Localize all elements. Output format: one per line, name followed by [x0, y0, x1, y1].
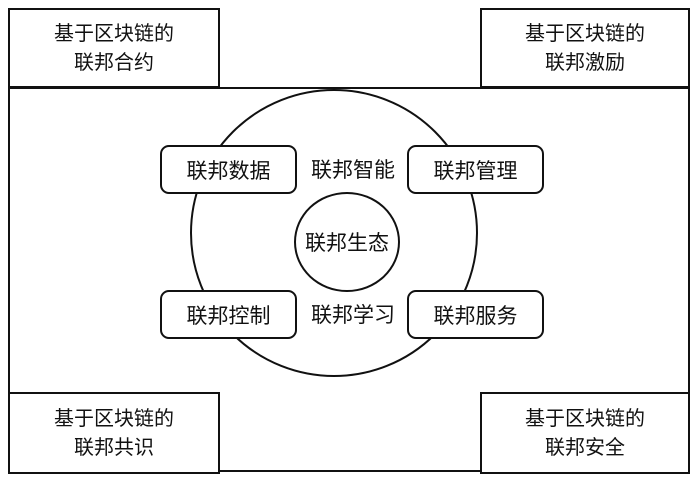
- module-federated-control: 联邦控制: [160, 290, 297, 339]
- corner-box-line2: 联邦安全: [545, 435, 625, 459]
- center-node-label: 联邦生态: [305, 231, 389, 255]
- module-label: 联邦控制: [186, 303, 271, 328]
- module-label: 联邦服务: [433, 303, 518, 328]
- corner-box-federated-incentive: 基于区块链的 联邦激励: [480, 8, 690, 88]
- module-federated-service: 联邦服务: [407, 290, 544, 339]
- center-node-federated-ecosystem: 联邦生态: [294, 192, 400, 292]
- corner-box-federated-contract: 基于区块链的 联邦合约: [8, 8, 220, 88]
- corner-box-federated-consensus: 基于区块链的 联邦共识: [8, 392, 220, 474]
- corner-box-line1: 基于区块链的: [525, 406, 645, 430]
- corner-box-line2: 联邦激励: [545, 50, 625, 74]
- corner-box-line2: 联邦共识: [74, 435, 154, 459]
- module-label: 联邦管理: [433, 158, 518, 183]
- corner-box-line1: 基于区块链的: [54, 21, 174, 45]
- outer-frame: [8, 87, 690, 472]
- corner-box-federated-security: 基于区块链的 联邦安全: [480, 392, 690, 474]
- ring-label-federated-intelligence: 联邦智能: [311, 158, 395, 182]
- corner-box-line2: 联邦合约: [74, 50, 154, 74]
- module-federated-data: 联邦数据: [160, 145, 297, 194]
- corner-box-line1: 基于区块链的: [54, 406, 174, 430]
- ring-label-federated-learning: 联邦学习: [311, 303, 395, 327]
- module-label: 联邦数据: [186, 158, 271, 183]
- corner-box-line1: 基于区块链的: [525, 21, 645, 45]
- module-federated-management: 联邦管理: [407, 145, 544, 194]
